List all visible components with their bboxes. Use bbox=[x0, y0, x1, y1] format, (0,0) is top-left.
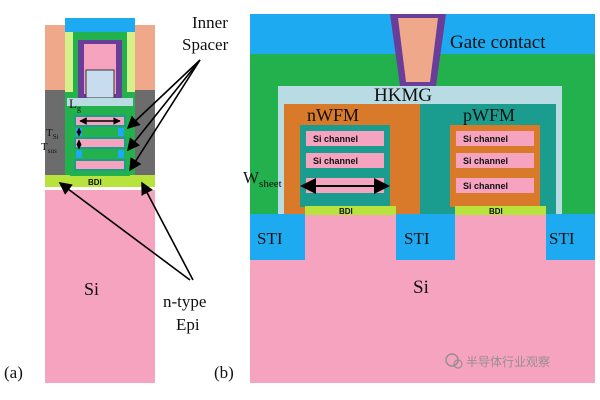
panel-a-inner-spacer bbox=[118, 150, 124, 158]
panel-a-tsus-label: Tsus bbox=[41, 141, 57, 155]
pfet-bdi-label: BDI bbox=[489, 207, 503, 216]
pfet-bdi bbox=[455, 206, 546, 215]
inner-spacer-label-2: Spacer bbox=[182, 35, 229, 54]
wsheet-label: Wsheet bbox=[243, 168, 282, 190]
pfet-si-channel-label: Si channel bbox=[463, 134, 508, 144]
panel-a-outer-spacer-left bbox=[65, 32, 73, 92]
panel-b-gate-contact-fill bbox=[398, 18, 438, 82]
panel-a-inner-spacer bbox=[118, 128, 124, 136]
panel-a-lg-label: Lg bbox=[69, 96, 81, 113]
sti-middle-label: STI bbox=[404, 229, 430, 248]
nfet-si-channel-label: Si channel bbox=[313, 134, 358, 144]
ntype-epi-arrow bbox=[58, 182, 191, 281]
inner-spacer-arrow bbox=[129, 59, 201, 172]
pfet-si-channel bbox=[456, 153, 534, 168]
panel-a-left-sd bbox=[45, 25, 65, 90]
pfet-si-channel bbox=[456, 178, 534, 193]
panel-a-epi-left bbox=[45, 175, 70, 187]
panel-a-si-substrate bbox=[45, 190, 155, 383]
ntype-epi-arrow bbox=[141, 181, 194, 281]
panel-b-si-label: Si bbox=[413, 277, 429, 298]
pfet-si-channel-label: Si channel bbox=[463, 156, 508, 166]
panel-a-right-sd bbox=[135, 25, 155, 90]
sti-left bbox=[250, 214, 305, 260]
panel-a-cross-section: BDI Lg TSi Tsus Si Inner Spacer n-type E… bbox=[4, 13, 229, 383]
sti-middle bbox=[396, 214, 455, 260]
nfet-si-channel-label: Si channel bbox=[313, 156, 358, 166]
panel-b-label: (b) bbox=[214, 363, 234, 382]
hkmg-label: HKMG bbox=[374, 85, 432, 106]
nwfm-label: nWFM bbox=[307, 105, 359, 125]
panel-a-bdi bbox=[70, 176, 130, 187]
pfet-si-channel bbox=[456, 131, 534, 146]
ntype-epi-label: n-type bbox=[163, 292, 206, 311]
nfet-si-channel bbox=[306, 131, 384, 146]
panel-a-label: (a) bbox=[4, 363, 23, 382]
pfet-channel-stack: Si channel Si channel Si channel bbox=[450, 125, 540, 207]
wechat-icon-small bbox=[453, 359, 463, 369]
panel-b-si-substrate bbox=[250, 214, 595, 383]
watermark: 半导体行业观察 bbox=[445, 353, 550, 369]
sti-left-label: STI bbox=[257, 229, 283, 248]
inner-spacer-label: Inner bbox=[192, 13, 228, 32]
ntype-epi-label-2: Epi bbox=[176, 315, 200, 334]
panel-a-channel-3 bbox=[74, 159, 126, 171]
gate-contact-label: Gate contact bbox=[450, 32, 546, 53]
panel-b-cross-section: Si channel Si channel Si channel Si chan… bbox=[214, 14, 595, 383]
nfet-channel-stack: Si channel Si channel bbox=[300, 125, 390, 207]
nfet-bdi-label: BDI bbox=[339, 207, 353, 216]
panel-a-hkmg-band bbox=[67, 98, 133, 106]
pfet-si-channel-label: Si channel bbox=[463, 181, 508, 191]
inner-spacer-arrow bbox=[127, 59, 201, 152]
inner-spacer-arrow bbox=[126, 59, 201, 130]
panel-a-outer-spacer-right bbox=[127, 32, 135, 92]
panel-b-hkmg-band bbox=[278, 86, 562, 104]
nfet-si-channel bbox=[306, 153, 384, 168]
panel-a-bdi-label: BDI bbox=[88, 178, 102, 187]
panel-a-inner-spacer bbox=[76, 150, 82, 158]
watermark-text: 半导体行业观察 bbox=[466, 355, 550, 369]
panel-a-gate-window bbox=[85, 69, 115, 99]
panel-a-right-gray bbox=[133, 90, 155, 178]
panel-a-si-label: Si bbox=[84, 279, 99, 299]
panel-a-top-cap bbox=[65, 18, 135, 32]
panel-a-tsi-label: TSi bbox=[46, 127, 59, 141]
panel-b-hkmg-left-edge bbox=[278, 104, 284, 214]
panel-b-hkmg-right-edge bbox=[556, 104, 562, 214]
sti-right bbox=[546, 214, 595, 260]
sti-right-label: STI bbox=[549, 229, 575, 248]
pwfm-label: pWFM bbox=[463, 105, 515, 125]
panel-a-left-gray bbox=[45, 90, 67, 178]
nfet-bdi bbox=[305, 206, 396, 215]
panel-a-channel-2 bbox=[74, 137, 126, 149]
